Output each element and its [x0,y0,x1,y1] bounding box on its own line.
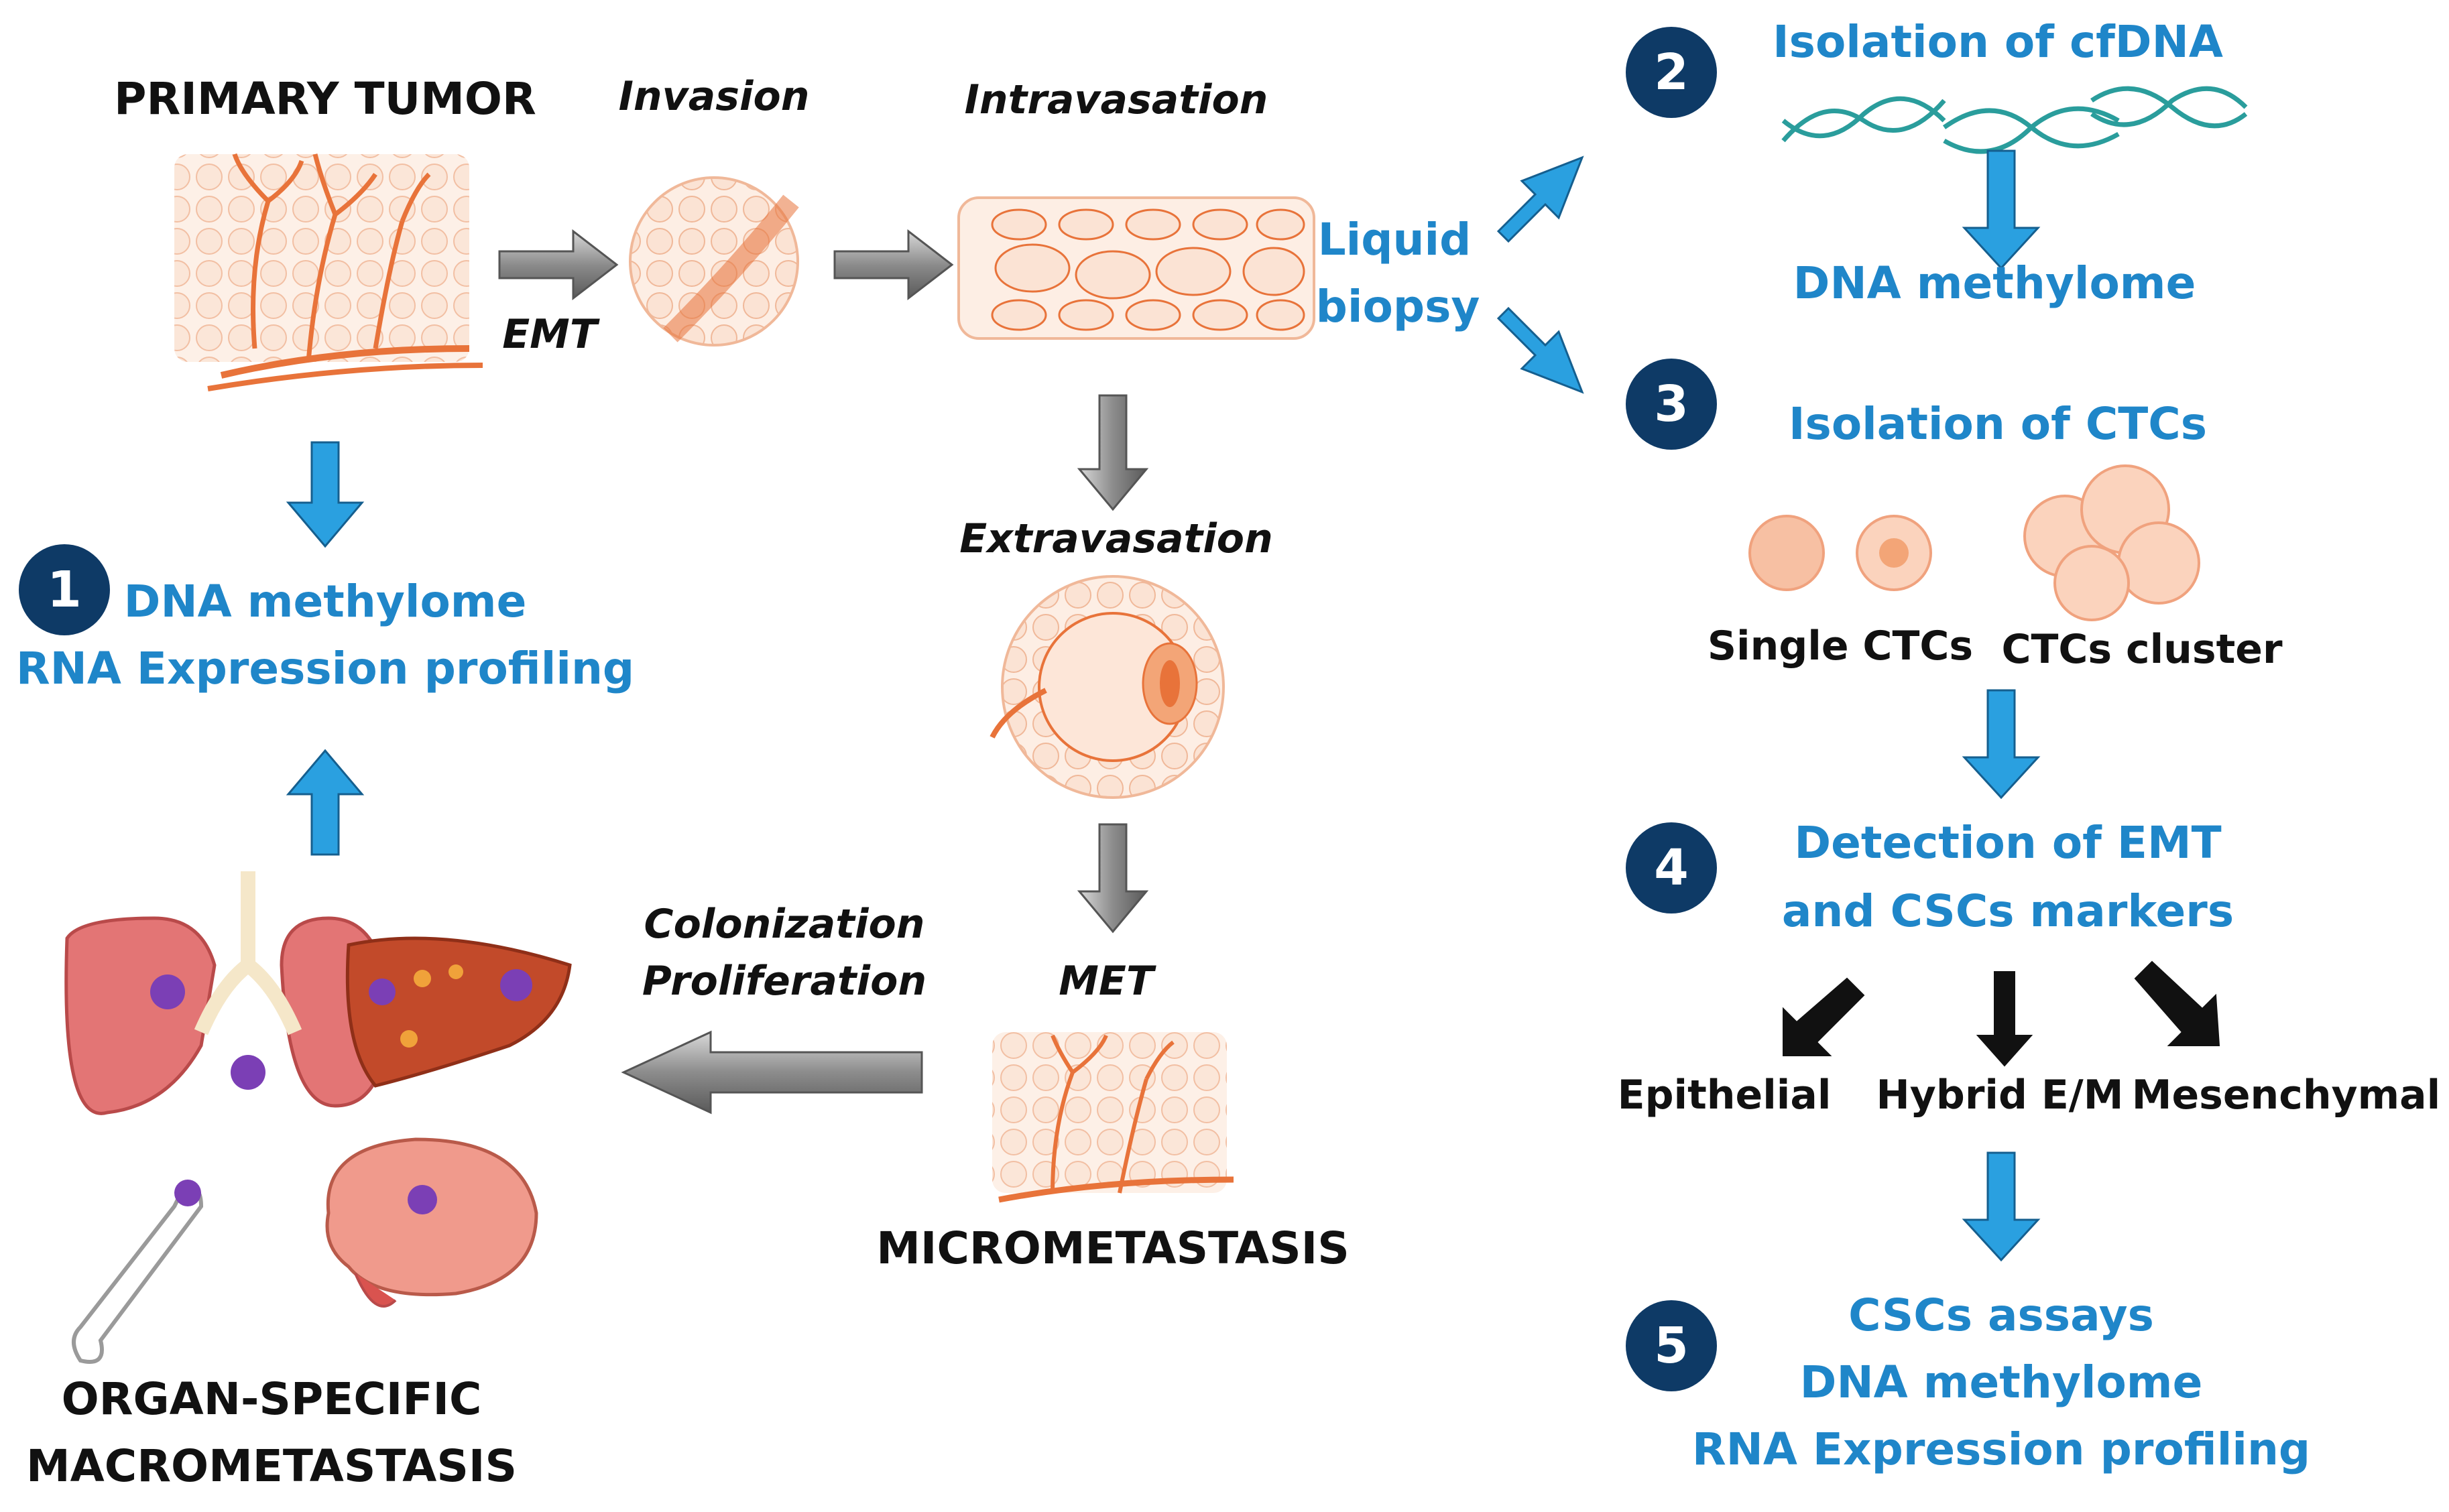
colonization-label: Colonization [644,901,925,948]
ctcs-cluster-label: CTCs cluster [2001,626,2283,673]
step-1-line1: DNA methylome [123,576,527,627]
primary-tumor-label: PRIMARY TUMOR [114,73,536,125]
mesenchymal-label: Mesenchymal [2131,1072,2441,1119]
epithelial-label: Epithelial [1617,1072,1832,1119]
organ-specific-label-line2: MACROMETASTASIS [26,1440,517,1492]
step-2-line1: Isolation of cfDNA [1773,16,2223,68]
micrometastasis-illustration [992,1032,1234,1203]
step-4-line1: Detection of EMT [1794,817,2222,869]
extravasation-illustration [990,575,1225,799]
gray-arrows [498,229,1149,1115]
step-4-badge: 4 [1626,822,1717,914]
emt-label: EMT [502,311,597,358]
micrometastasis-label: MICROMETASTASIS [876,1222,1350,1274]
cfdna-strands [1781,86,2248,154]
liquid-biopsy-label-line2: biopsy [1315,281,1480,332]
black-arrows [1783,960,2220,1067]
step-2-result: DNA methylome [1793,257,2196,309]
step-1-line2: RNA Expression profiling [15,643,635,694]
step-1-badge: 1 [19,544,110,635]
liquid-biopsy-label-line1: Liquid [1317,214,1472,265]
intravasation-illustration [957,196,1315,340]
step-5-line3: RNA Expression profiling [1691,1424,2311,1475]
step-5-line2: DNA methylome [1799,1357,2203,1408]
step-5-badge: 5 [1626,1300,1717,1391]
step-4-line2: and CSCs markers [1781,885,2234,937]
bone-illustration [72,1180,204,1364]
intravasation-label: Intravasation [964,76,1268,123]
step-5-line1: CSCs assays [1848,1289,2154,1341]
invasion-illustration [629,176,799,346]
brain-illustration [325,1137,538,1308]
step-3-line1: Isolation of CTCs [1788,398,2208,450]
liver-illustration [345,936,572,1088]
step-2-badge: 2 [1626,27,1717,118]
step-3-badge: 3 [1626,359,1717,450]
lungs-illustration [64,871,391,1115]
hybrid-em-label: Hybrid E/M [1876,1072,2124,1119]
blue-arrows [286,149,2041,1262]
organ-specific-label-line1: ORGAN-SPECIFIC [61,1373,482,1425]
met-label: MET [1059,958,1154,1005]
invasion-label: Invasion [618,73,810,120]
extravasation-label: Extravasation [959,515,1273,562]
primary-tumor-illustration [174,153,483,391]
ctc-cells [1748,464,2200,621]
proliferation-label: Proliferation [642,958,927,1005]
single-ctcs-label: Single CTCs [1707,623,1974,670]
